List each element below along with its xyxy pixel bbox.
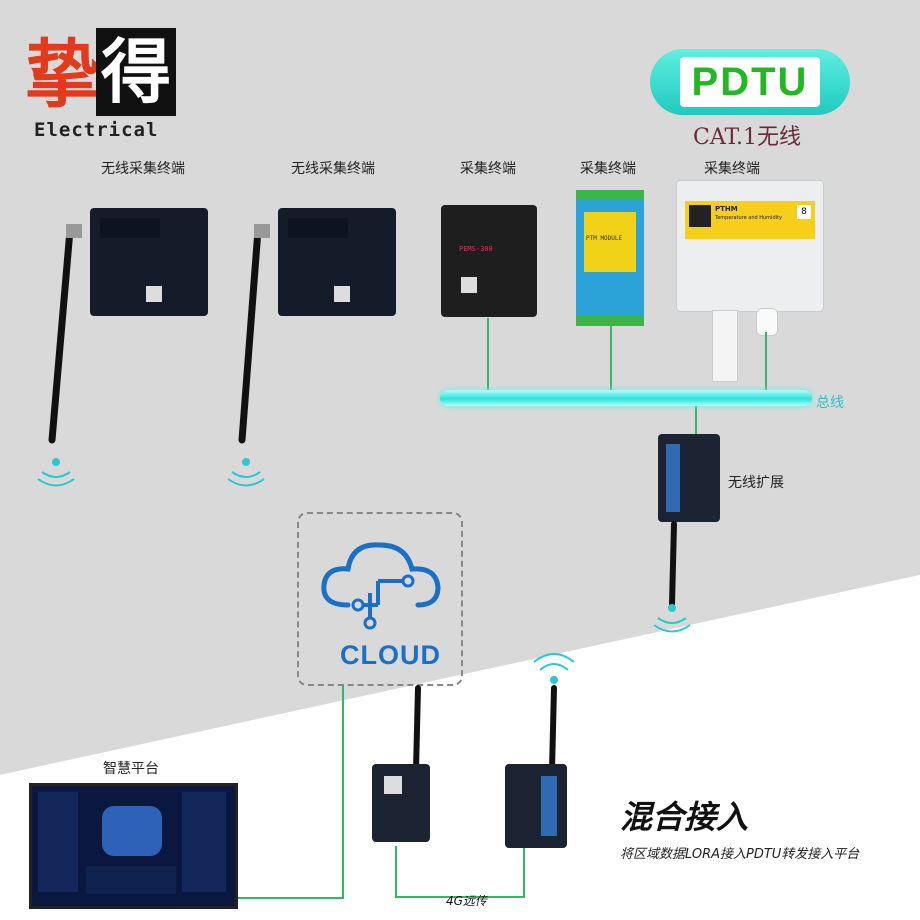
wireless-terminal-2-device (238, 208, 396, 444)
wireless-terminal-1-device (48, 208, 208, 444)
label-terminal-1: 采集终端 (460, 161, 516, 177)
lora-device (505, 764, 567, 848)
cloud-icon (321, 542, 441, 630)
pthm-desc: Temperature and Humidity (715, 215, 782, 221)
wireless-extension-device (658, 434, 720, 522)
dtu-4g-device (372, 764, 430, 842)
pdtu-subtitle: CAT.1无线 (693, 125, 801, 150)
wifi-icon (227, 458, 265, 487)
cloud-label: CLOUD (340, 640, 441, 670)
mix-title: 混合接入 (620, 798, 749, 836)
terminal-2-device: PTM MODULE (576, 190, 644, 326)
cloud-box (297, 512, 463, 686)
label-wireless-terminal-2: 无线采集终端 (291, 161, 375, 177)
label-platform: 智慧平台 (103, 761, 159, 777)
antenna-icon (549, 685, 557, 773)
label-terminal-2: 采集终端 (580, 161, 636, 177)
label-wireless-terminal-1: 无线采集终端 (101, 161, 185, 177)
label-4g-link: 4G远传 (446, 894, 487, 908)
pdtu-title: PDTU (680, 57, 820, 107)
antenna-icon (669, 521, 677, 607)
terminal-1-device: PEMS-300 (441, 205, 537, 317)
label-wireless-extension: 无线扩展 (728, 475, 784, 491)
logo-char-2: 得 (96, 28, 176, 116)
mix-description: 将区域数据LORA接入PDTU转发接入平台 (620, 847, 860, 862)
logo-char-1: 挚 (25, 32, 99, 118)
pdtu-badge: PDTU (650, 49, 850, 115)
logo-text: Electrical (34, 119, 159, 141)
terminal-3-device: PTHM Temperature and Humidity 8 (676, 180, 824, 312)
pems-label: PEMS-300 (459, 245, 493, 253)
pthm-label: PTHM (715, 205, 738, 213)
wifi-icon (533, 653, 575, 684)
qr-code-icon (461, 277, 477, 293)
bus-bar (440, 390, 812, 406)
ptm-label: PTM MODULE (586, 235, 623, 242)
label-bus: 总线 (816, 395, 844, 411)
sensor-probe (712, 310, 738, 382)
label-terminal-3: 采集终端 (704, 161, 760, 177)
antenna-icon (413, 685, 421, 773)
wifi-icon (653, 604, 691, 633)
platform-screen (29, 783, 238, 909)
wifi-icon (37, 458, 75, 487)
pthm-number: 8 (797, 205, 811, 219)
